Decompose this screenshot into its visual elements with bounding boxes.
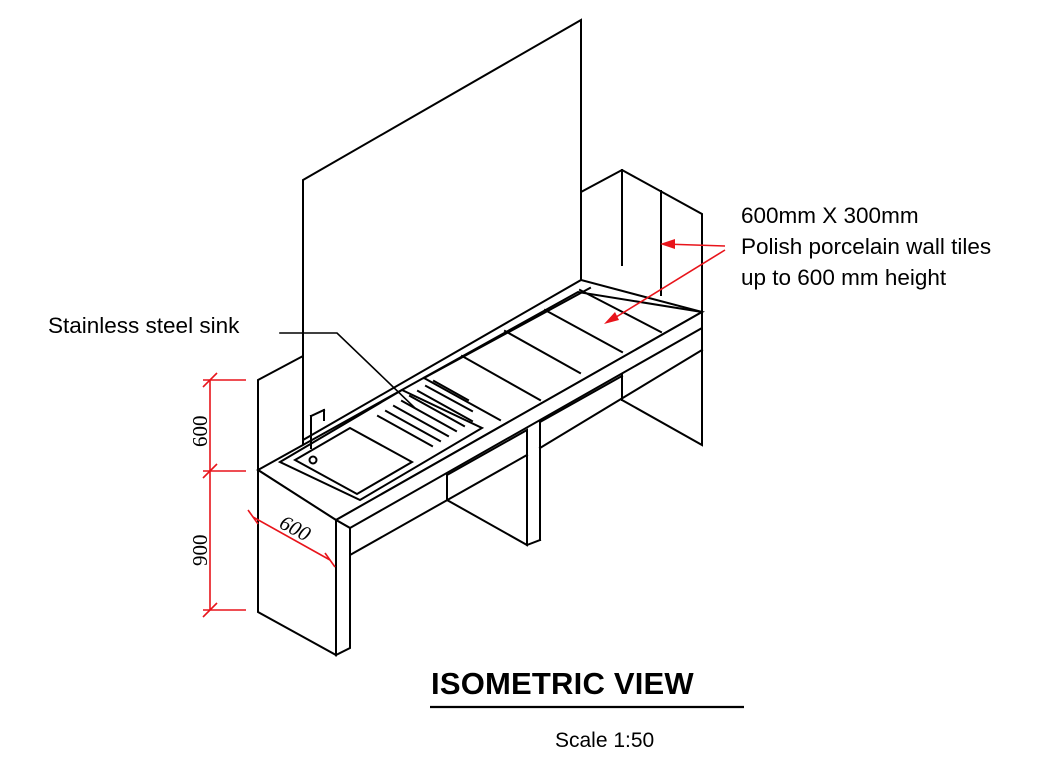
tile-annotation-line3: up to 600 mm height: [741, 265, 947, 290]
left-support-leg: [257, 468, 351, 657]
vertical-dimension-lines: [202, 372, 246, 618]
dim-wall-tile-height: 600: [188, 416, 212, 448]
tile-leader-arrows: [604, 239, 726, 324]
drawing-scale: Scale 1:50: [555, 729, 655, 752]
counter-tile-joints: [422, 286, 663, 422]
tile-annotation-line1: 600mm X 300mm: [741, 203, 919, 228]
sink-annotation: Stainless steel sink: [48, 313, 240, 338]
dim-counter-height: 900: [188, 535, 212, 567]
faucet: [309, 408, 326, 449]
depth-dimension-line: [247, 509, 336, 568]
right-end-wall: [580, 168, 703, 314]
drawing-title: ISOMETRIC VIEW: [431, 666, 694, 701]
middle-support-leg: [446, 374, 624, 547]
sink-leader-line: [279, 332, 417, 410]
sink-drainer: [376, 379, 474, 448]
tile-annotation-line2: Polish porcelain wall tiles: [741, 234, 992, 259]
